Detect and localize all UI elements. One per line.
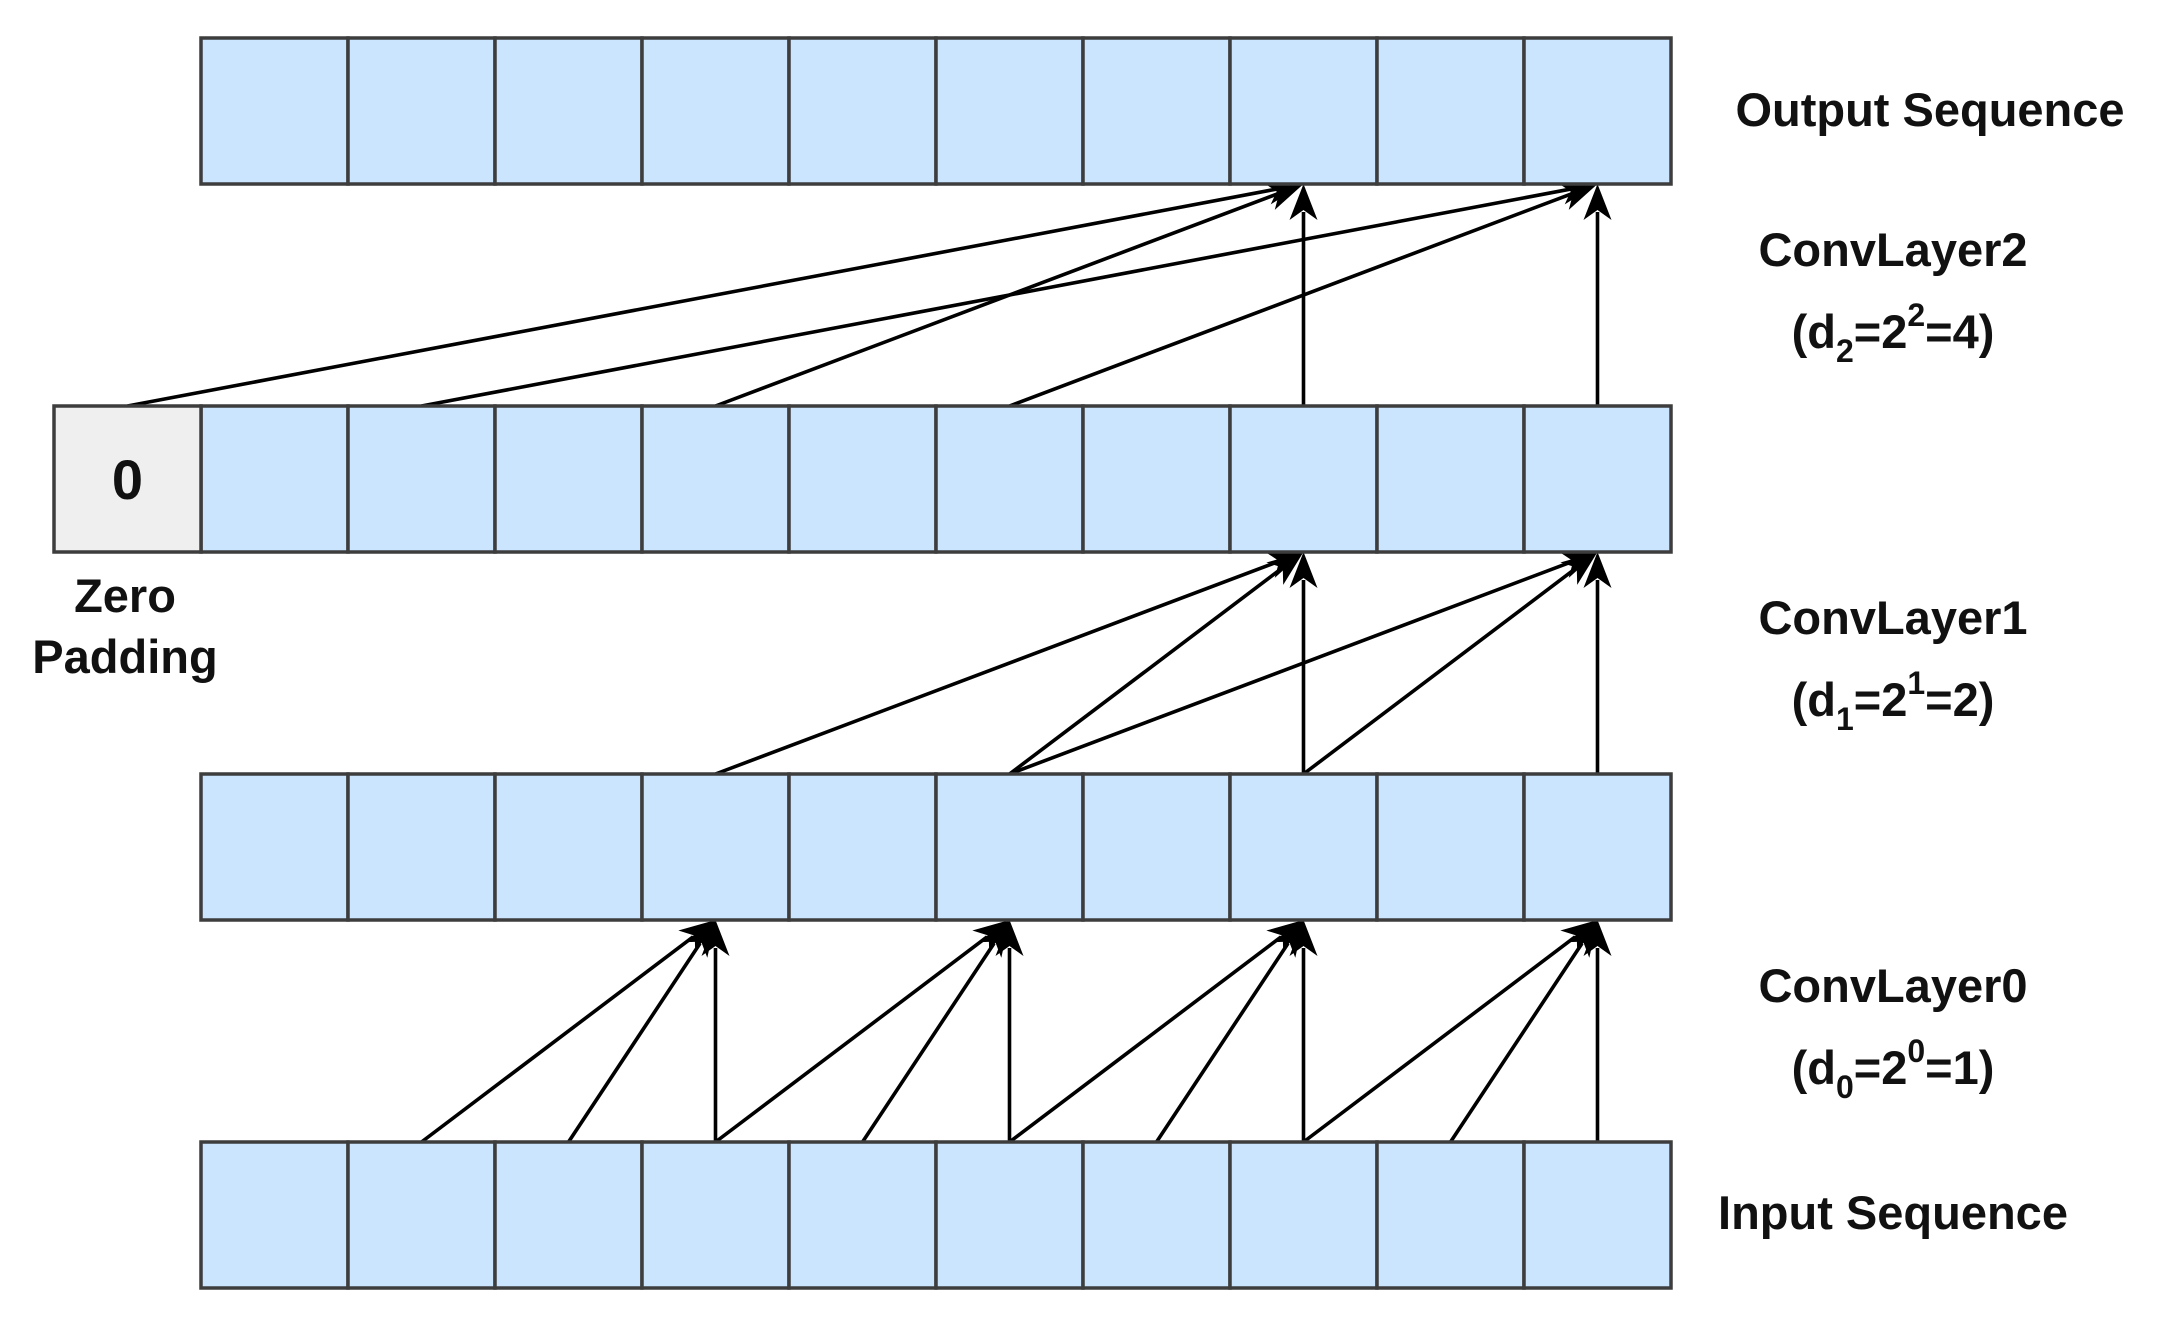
conv1-arrow-5-to-7-line bbox=[1008, 567, 1283, 776]
hidden-layer-1-cell-1 bbox=[346, 772, 497, 922]
hidden-layer-2-cell-6 bbox=[1081, 404, 1232, 554]
hidden-layer-2-cell-3 bbox=[640, 404, 791, 554]
input-sequence-cell-1 bbox=[346, 1140, 497, 1290]
output-sequence-cell-1 bbox=[346, 36, 497, 186]
hidden-layer-2-cell-2 bbox=[493, 404, 644, 554]
zero-padding-cell-group: 0 bbox=[52, 404, 203, 554]
zero-padding-value: 0 bbox=[112, 448, 143, 511]
output-sequence-label: Output Sequence bbox=[1735, 83, 2124, 136]
conv2-arrow-9-to-9-arrowhead bbox=[1583, 184, 1612, 220]
hidden-layer-1-cell-0 bbox=[199, 772, 350, 922]
output-sequence-cell-5 bbox=[934, 36, 1085, 186]
conv-layer-0-dilation: (d0=20=1) bbox=[1792, 1033, 1995, 1105]
output-sequence-cell-8 bbox=[1375, 36, 1526, 186]
output-sequence-cell-6 bbox=[1081, 36, 1232, 186]
sequence-layers bbox=[199, 36, 1673, 1290]
hidden-layer-2-cell-5 bbox=[934, 404, 1085, 554]
hidden-layer-1-cell-7 bbox=[1228, 772, 1379, 922]
conv-layer-0-name: ConvLayer0 bbox=[1758, 959, 2027, 1012]
conv0-arrow-1-to-3-line bbox=[420, 935, 695, 1144]
hidden-layer-1-cell-9 bbox=[1522, 772, 1673, 922]
hidden-layer-1-cell-5 bbox=[934, 772, 1085, 922]
conv0-arrow-6-to-7-line bbox=[1154, 942, 1290, 1143]
connections bbox=[127, 176, 1612, 1144]
conv-layer-1-name: ConvLayer1 bbox=[1758, 591, 2027, 644]
input-sequence-cell-5 bbox=[934, 1140, 1085, 1290]
conv0-arrow-4-to-5-line bbox=[860, 942, 996, 1143]
conv1-arrow-5-to-9-arrowhead bbox=[1558, 551, 1598, 578]
conv0-arrow-5-to-7-line bbox=[1008, 935, 1283, 1144]
output-sequence-cell-4 bbox=[787, 36, 938, 186]
input-sequence-cell-0 bbox=[199, 1140, 350, 1290]
zero-padding-cell bbox=[52, 404, 203, 554]
conv-layer-2-dilation: (d2=22=4) bbox=[1792, 297, 1995, 369]
input-sequence-cell-6 bbox=[1081, 1140, 1232, 1290]
conv1-arrow-7-to-9-line bbox=[1302, 567, 1577, 776]
conv0-arrow-7-to-9-line bbox=[1302, 935, 1577, 1144]
conv2-arrow-1-to-9-line bbox=[421, 187, 1571, 408]
output-sequence-cell-3 bbox=[640, 36, 791, 186]
input-sequence-label: Input Sequence bbox=[1718, 1186, 2068, 1239]
hidden-layer-2-cell-9 bbox=[1522, 404, 1673, 554]
hidden-layer-1-cell-6 bbox=[1081, 772, 1232, 922]
conv1-arrow-3-to-7-line bbox=[714, 560, 1278, 776]
conv2-arrow-3-to-7-line bbox=[714, 192, 1278, 408]
conv0-arrow-3-to-5-arrowhead bbox=[972, 920, 1010, 953]
conv-layer-2-name: ConvLayer2 bbox=[1758, 223, 2027, 276]
hidden-layer-2-cell-7 bbox=[1228, 404, 1379, 554]
conv2-arrow-5-to-9-arrowhead bbox=[1558, 183, 1598, 210]
hidden-layer-2-cell-1 bbox=[346, 404, 497, 554]
input-sequence-cell-9 bbox=[1522, 1140, 1673, 1290]
conv1-arrow-5-to-9-line bbox=[1008, 560, 1572, 776]
conv1-arrow-9-to-9-arrowhead bbox=[1583, 552, 1612, 588]
hidden-layer-1-cell-4 bbox=[787, 772, 938, 922]
input-sequence-cell-4 bbox=[787, 1140, 938, 1290]
conv0-arrow-3-to-5-line bbox=[714, 935, 989, 1144]
hidden-layer-1-cell-8 bbox=[1375, 772, 1526, 922]
conv0-arrow-7-to-9-arrowhead bbox=[1560, 920, 1598, 953]
conv0-arrow-2-to-3-line bbox=[566, 942, 702, 1143]
conv2-arrow-5-to-9-line bbox=[1008, 192, 1572, 408]
hidden-layer-2-cell-8 bbox=[1375, 404, 1526, 554]
conv0-arrow-5-to-7-arrowhead bbox=[1266, 920, 1304, 953]
hidden-layer-1-cell-3 bbox=[640, 772, 791, 922]
zero-padding-label-line1: Zero bbox=[74, 569, 176, 622]
conv0-arrow-8-to-9-line bbox=[1448, 942, 1584, 1143]
conv0-arrow-1-to-3-arrowhead bbox=[678, 920, 716, 953]
conv-layer-1-dilation: (d1=21=2) bbox=[1792, 665, 1995, 737]
output-sequence-cell-2 bbox=[493, 36, 644, 186]
conv2-arrow--1-to-7-line bbox=[127, 187, 1277, 408]
input-sequence-cell-8 bbox=[1375, 1140, 1526, 1290]
hidden-layer-1-cell-2 bbox=[493, 772, 644, 922]
conv2-arrow-3-to-7-arrowhead bbox=[1264, 183, 1304, 210]
input-sequence-cell-2 bbox=[493, 1140, 644, 1290]
conv2-arrow-7-to-7-arrowhead bbox=[1289, 184, 1318, 220]
output-sequence-cell-7 bbox=[1228, 36, 1379, 186]
output-sequence-cell-0 bbox=[199, 36, 350, 186]
input-sequence-cell-7 bbox=[1228, 1140, 1379, 1290]
input-sequence-cell-3 bbox=[640, 1140, 791, 1290]
hidden-layer-2-cell-4 bbox=[787, 404, 938, 554]
zero-padding-label-line2: Padding bbox=[32, 630, 217, 683]
conv1-arrow-7-to-7-arrowhead bbox=[1289, 552, 1318, 588]
hidden-layer-2-cell-0 bbox=[199, 404, 350, 554]
conv1-arrow-3-to-7-arrowhead bbox=[1264, 551, 1304, 578]
output-sequence-cell-9 bbox=[1522, 36, 1673, 186]
